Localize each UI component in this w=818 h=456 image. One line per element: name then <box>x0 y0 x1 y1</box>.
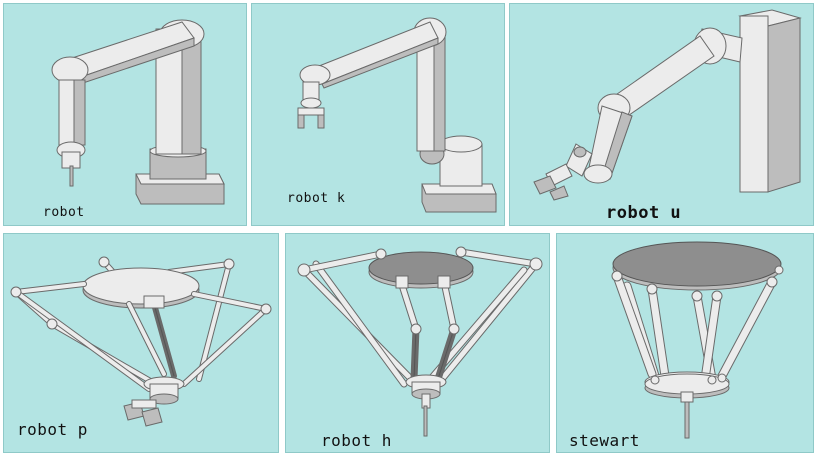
robot-h-panel: robot h <box>285 233 550 453</box>
stewart-illustration <box>611 241 784 439</box>
stewart-panel: stewart <box>556 233 814 453</box>
robot-u-panel: robot u <box>509 3 814 226</box>
panel-label-robot-k: robot k <box>287 191 346 206</box>
panel-label-robot-u: robot u <box>606 203 682 223</box>
panel-label-robot-h: robot h <box>321 431 392 450</box>
robot-h-illustration <box>297 246 543 437</box>
panel-label-stewart: stewart <box>569 431 640 450</box>
panel-label-robot-p: robot p <box>17 420 88 439</box>
robot-k-illustration <box>297 17 497 213</box>
robot-k-panel: robot k <box>251 3 505 226</box>
robot-panel: robot <box>3 3 247 226</box>
robot-u-illustration <box>533 9 802 201</box>
robot-p-panel: robot p <box>3 233 279 453</box>
robot-p-illustration <box>10 256 272 427</box>
panel-label-robot: robot <box>43 205 85 220</box>
robot-illustration <box>51 19 225 205</box>
